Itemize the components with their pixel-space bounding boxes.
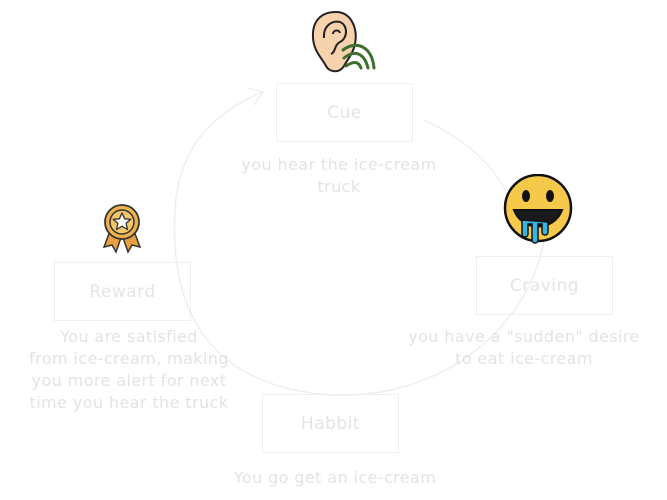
reward-title: Reward	[89, 281, 156, 302]
reward-caption-line: You are satisfied	[60, 327, 198, 346]
reward-caption-line: you more alert for next	[31, 371, 227, 390]
habit-title: Habbit	[300, 413, 361, 434]
habit-caption: You go get an ice-cream	[200, 467, 470, 489]
arrow-head	[247, 87, 265, 106]
arrow-cue-to-craving	[422, 119, 506, 191]
craving-box: Craving	[476, 256, 613, 315]
craving-caption: you have a "sudden" desire to eat ice-cr…	[386, 326, 662, 370]
cue-caption-line: truck	[317, 177, 361, 196]
drooling-face-icon	[503, 174, 573, 244]
habit-caption-line: You go get an ice-cream	[233, 468, 437, 487]
craving-caption-line: to eat ice-cream	[455, 349, 593, 368]
ear-with-sound-icon	[311, 10, 376, 73]
cue-caption: you hear the ice-cream truck	[204, 154, 474, 198]
craving-title: Craving	[509, 275, 580, 296]
cue-box: Cue	[276, 83, 413, 142]
cue-caption-line: you hear the ice-cream	[241, 155, 437, 174]
cue-title: Cue	[327, 102, 362, 123]
reward-caption: You are satisfied from ice-cream, making…	[4, 326, 254, 414]
arrow-craving-to-reward-cycle	[173, 91, 546, 396]
craving-caption-line: you have a "sudden" desire	[408, 327, 640, 346]
habit-box: Habbit	[262, 394, 399, 453]
reward-box: Reward	[54, 262, 191, 321]
reward-caption-line: from ice-cream, making	[29, 349, 229, 368]
medal-star-icon	[102, 204, 142, 254]
reward-caption-line: time you hear the truck	[29, 393, 229, 412]
